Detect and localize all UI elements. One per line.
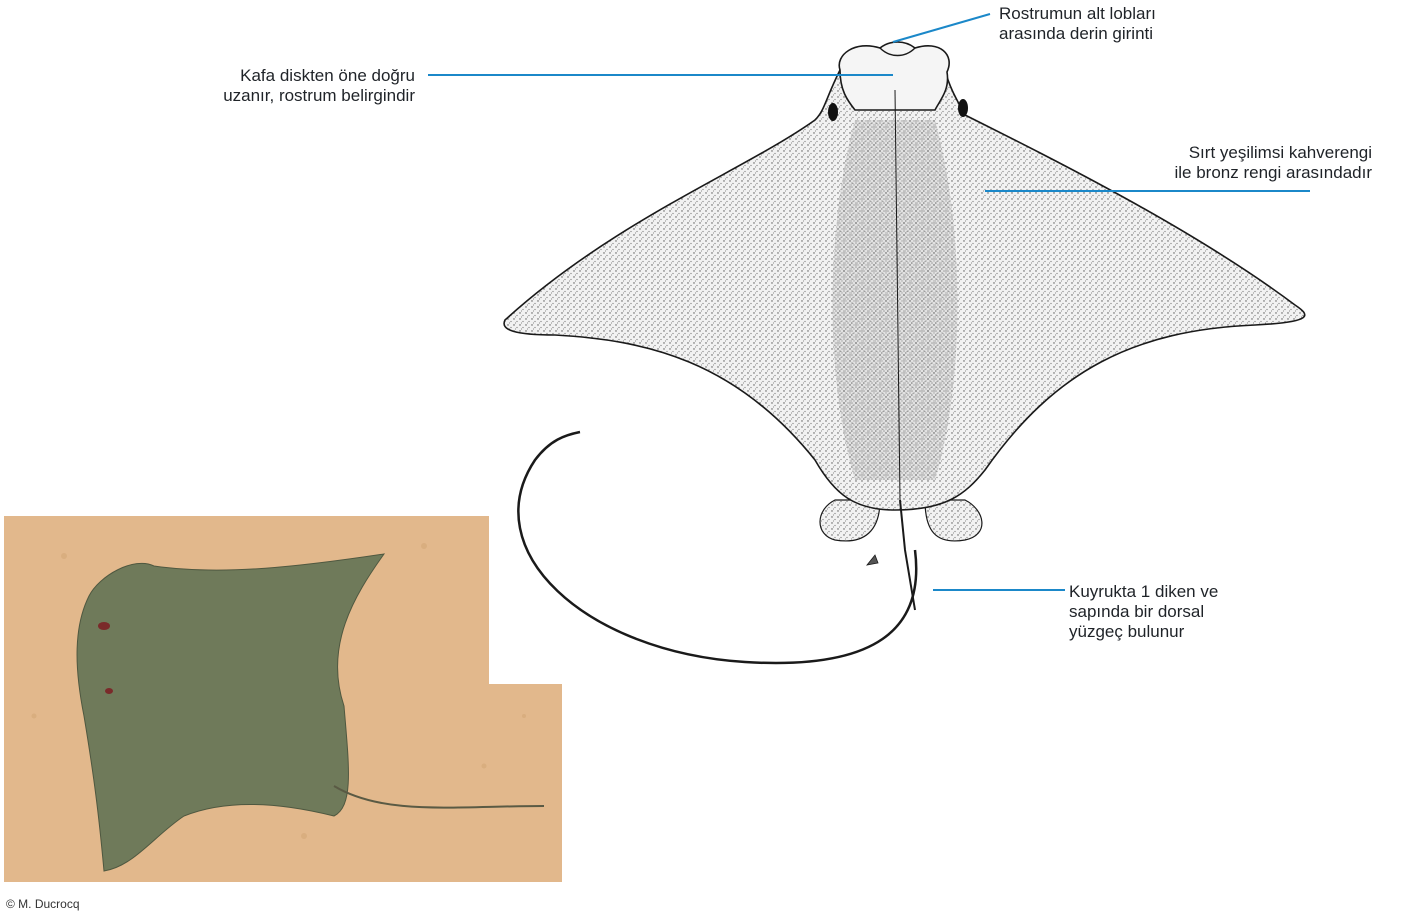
ray-eye-left bbox=[828, 103, 838, 121]
ray-dorsal-fin bbox=[867, 555, 878, 565]
label-tail-spine: Kuyrukta 1 diken ve sapında bir dorsal y… bbox=[1069, 582, 1218, 642]
label-rostrum-lobes: Rostrumun alt lobları arasında derin gir… bbox=[999, 4, 1156, 44]
ray-eye-right bbox=[958, 99, 968, 117]
ray-photo bbox=[4, 516, 562, 882]
label-back-color: Sırt yeşilimsi kahverengi ile bronz reng… bbox=[1080, 143, 1372, 183]
ray-head bbox=[839, 42, 949, 110]
label-head-extends: Kafa diskten öne doğru uzanır, rostrum b… bbox=[160, 66, 415, 106]
photo-credit: © M. Ducrocq bbox=[6, 897, 80, 911]
